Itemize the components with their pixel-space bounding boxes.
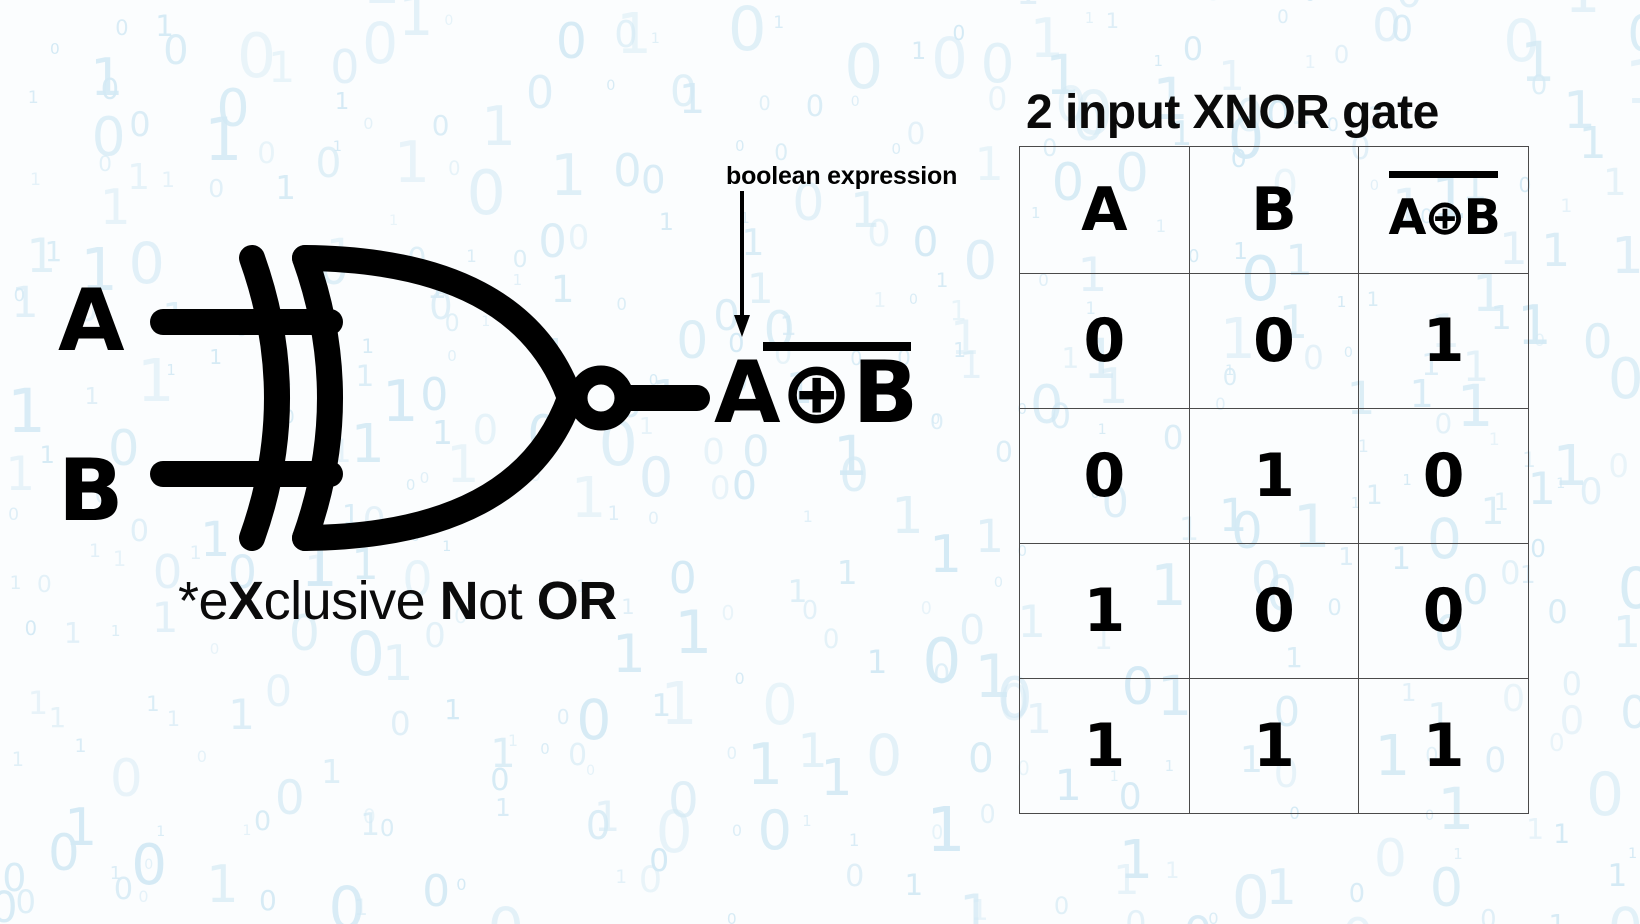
cell-a: 1 bbox=[1019, 542, 1190, 679]
table-row: 1 1 1 bbox=[1019, 677, 1529, 814]
cell-out: 0 bbox=[1358, 542, 1529, 679]
table-header-a: A bbox=[1019, 145, 1190, 274]
cell-b: 0 bbox=[1188, 272, 1360, 409]
truth-table: A B A⊕B 0 0 1 0 1 bbox=[1019, 145, 1529, 814]
table-header-b: B bbox=[1188, 145, 1360, 274]
gate-back-arc bbox=[292, 245, 343, 551]
cell-a: 0 bbox=[1019, 407, 1190, 544]
input-label-b: B bbox=[58, 441, 124, 541]
cell-a: 1 bbox=[1019, 677, 1190, 814]
cell-out: 1 bbox=[1358, 677, 1529, 814]
boolean-expression-annotation: boolean expression bbox=[726, 162, 957, 341]
exclusive-not-or-caption: *eXclusive Not OR bbox=[178, 571, 617, 631]
table-header-output: A⊕B bbox=[1358, 145, 1529, 274]
xnor-gate-symbol bbox=[150, 245, 710, 551]
cell-b: 1 bbox=[1188, 677, 1360, 814]
truth-table-panel: 2 input XNOR gate A B A⊕B 0 0 1 bbox=[1019, 86, 1529, 814]
output-header-text: A⊕B bbox=[1388, 188, 1500, 246]
xor-extra-arc bbox=[239, 245, 290, 551]
table-row: 0 1 0 bbox=[1019, 407, 1529, 544]
table-header-row: A B A⊕B bbox=[1019, 145, 1529, 274]
table-row: 0 0 1 bbox=[1019, 272, 1529, 409]
cell-b: 0 bbox=[1188, 542, 1360, 679]
inversion-bubble-icon bbox=[568, 365, 634, 431]
input-label-a: A bbox=[58, 271, 125, 371]
page-title: 2 input XNOR gate bbox=[1026, 86, 1439, 139]
expression-overline bbox=[763, 342, 911, 351]
cell-b: 1 bbox=[1188, 407, 1360, 544]
table-row: 1 0 0 bbox=[1019, 542, 1529, 679]
cell-a: 0 bbox=[1019, 272, 1190, 409]
gate-body-outline bbox=[292, 245, 583, 551]
expression-text: A⊕B bbox=[714, 343, 919, 443]
down-arrow-icon bbox=[734, 191, 750, 337]
output-header-overline bbox=[1389, 170, 1498, 178]
cell-out: 0 bbox=[1358, 407, 1529, 544]
cell-out: 1 bbox=[1358, 272, 1529, 409]
annotation-label: boolean expression bbox=[726, 162, 958, 190]
